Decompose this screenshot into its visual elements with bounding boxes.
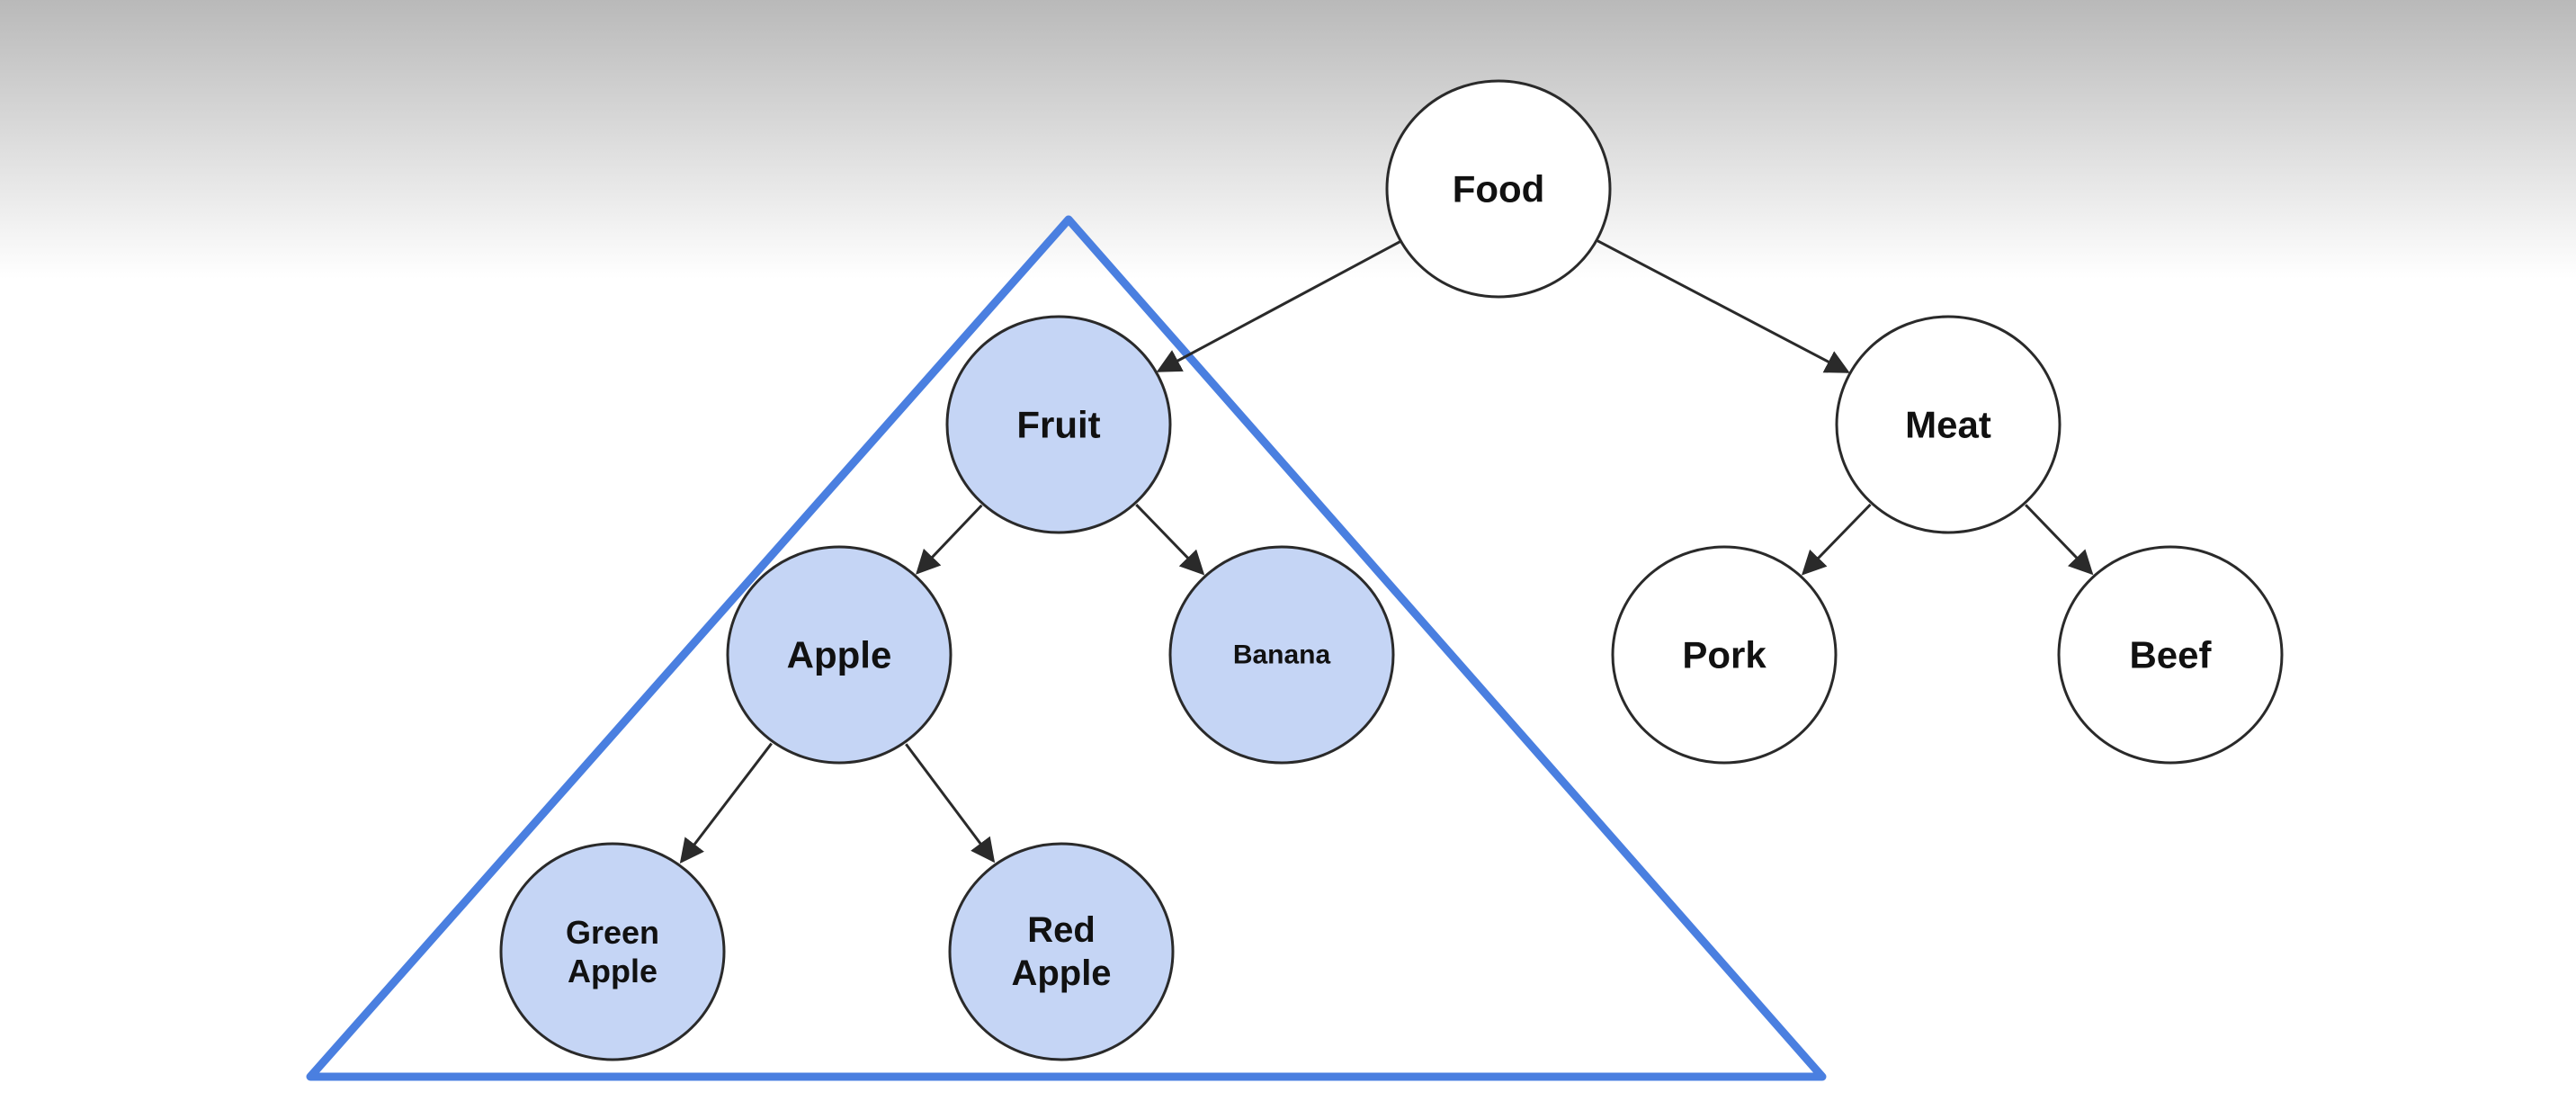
node-label-fruit-line-0: Fruit	[1016, 404, 1100, 446]
edge-food-to-meat	[1597, 239, 1850, 373]
background-gradient	[0, 0, 2576, 279]
node-circle-pork	[1611, 545, 1838, 765]
node-circle-beef	[2057, 545, 2284, 765]
node-circle-food	[1385, 79, 1612, 299]
node-label-green-apple-line-0: Green	[566, 914, 659, 951]
node-apple: Apple	[726, 545, 953, 765]
node-label-apple-line-0: Apple	[787, 634, 892, 676]
subtree-highlight-triangle	[306, 215, 1827, 1081]
edge-fruit-to-apple	[916, 504, 983, 575]
edge-meat-to-pork	[1801, 503, 1872, 576]
node-meat: Meat	[1835, 315, 2062, 534]
edge-food-to-fruit	[1156, 240, 1401, 372]
edge-fruit-to-banana	[1135, 504, 1205, 576]
node-circle-meat	[1835, 315, 2062, 534]
node-fruit: Fruit	[945, 315, 1172, 534]
node-label-banana-line-0: Banana	[1233, 640, 1331, 670]
node-label-red-apple-line-0: Red	[1027, 910, 1096, 950]
node-banana: Banana	[1168, 545, 1395, 765]
node-circle-red-apple	[948, 842, 1175, 1061]
node-pork: Pork	[1611, 545, 1838, 765]
node-circle-green-apple	[499, 842, 726, 1061]
node-circle-fruit	[945, 315, 1172, 534]
node-circle-banana	[1168, 545, 1395, 765]
node-label-beef-line-0: Beef	[2129, 634, 2212, 676]
node-label-pork-line-0: Pork	[1682, 634, 1767, 676]
node-label-food-line-0: Food	[1453, 168, 1545, 210]
node-label-green-apple-line-1: Apple	[568, 953, 657, 989]
node-circle-apple	[726, 545, 953, 765]
edge-apple-to-green-apple	[679, 742, 773, 864]
edge-meat-to-beef	[2025, 504, 2094, 576]
node-beef: Beef	[2057, 545, 2284, 765]
node-food: Food	[1385, 79, 1612, 299]
node-label-meat-line-0: Meat	[1905, 404, 1991, 446]
edge-apple-to-red-apple	[905, 743, 996, 864]
node-label-red-apple-line-1: Apple	[1011, 953, 1111, 993]
